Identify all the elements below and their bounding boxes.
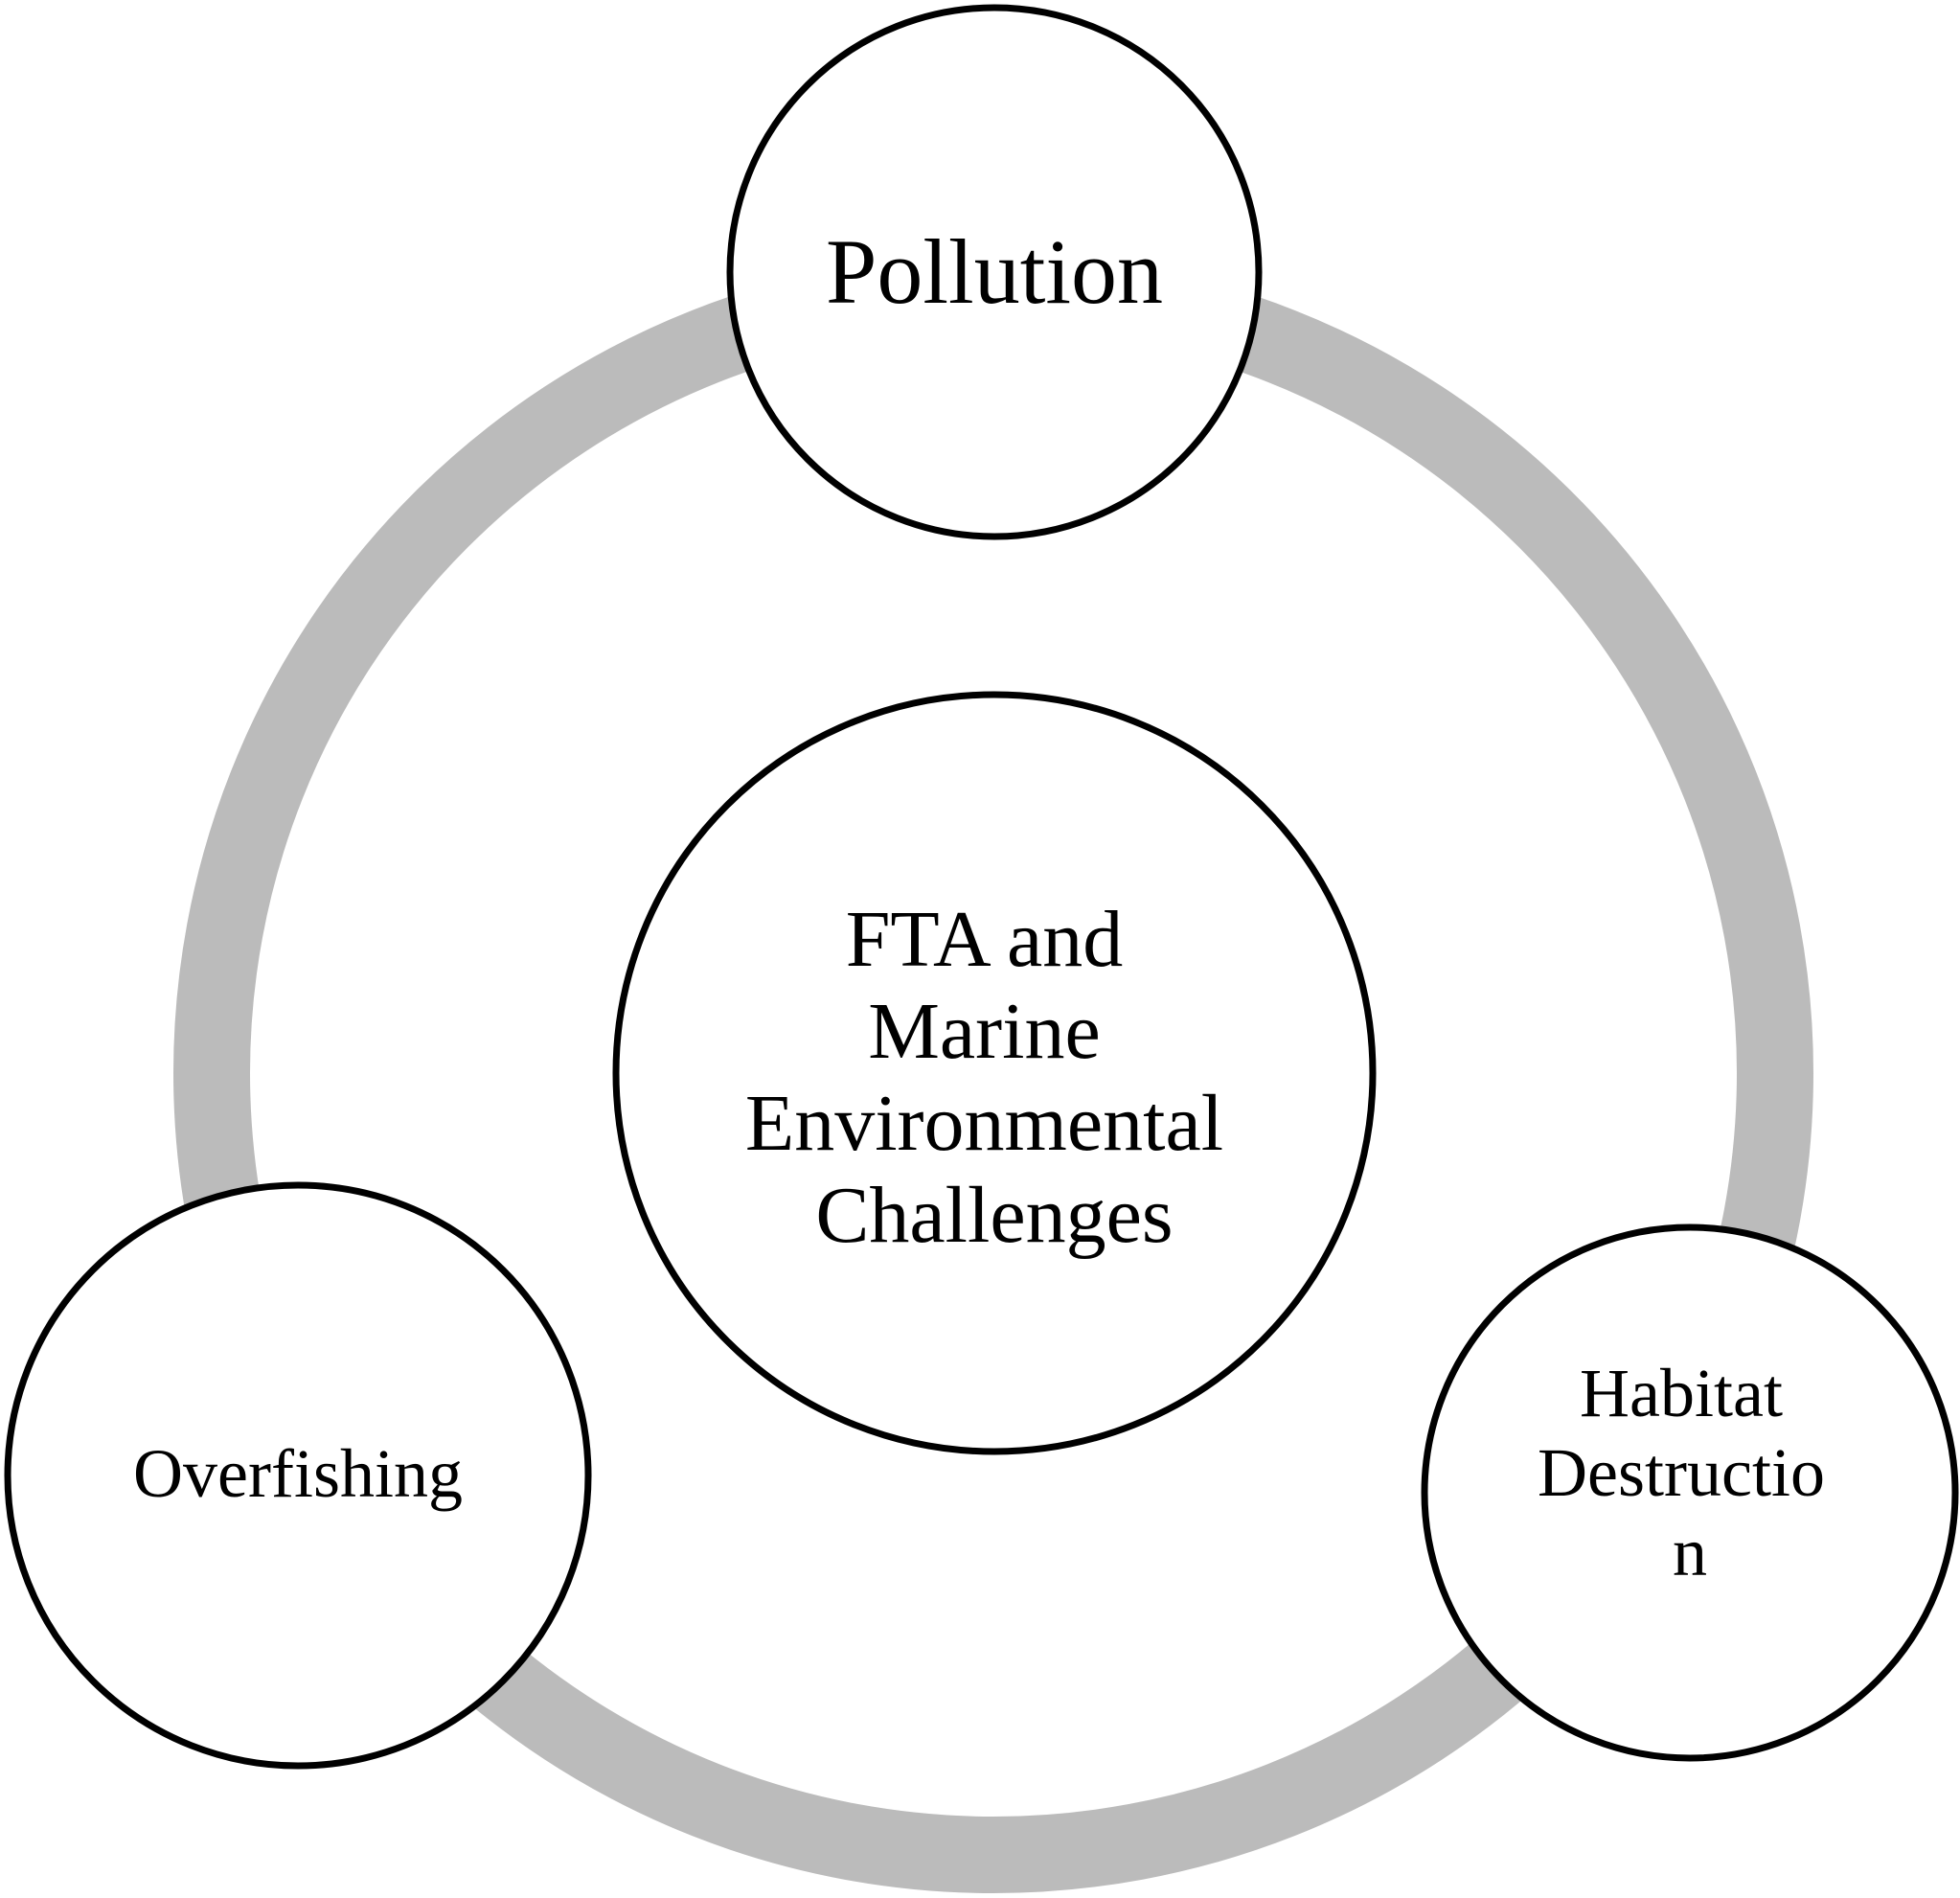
center-label-line-4: Challenges [815,1171,1173,1260]
habitat-destruction-label-line-2: Destructio [1538,1434,1825,1511]
overfishing-label: Overfishing [133,1435,463,1512]
pollution-label: Pollution [826,220,1163,323]
center-node: FTA and Marine Environmental Challenges [612,691,1377,1455]
habitat-destruction-circle [1421,1223,1959,1762]
habitat-destruction-label: Habitat Destructio n [1538,1355,1842,1590]
center-circle [612,691,1377,1455]
pollution-label-line: Pollution [826,220,1163,323]
overfishing-label-line: Overfishing [133,1435,463,1512]
center-label-line-3: Environmental [745,1079,1223,1168]
habitat-destruction-node: Habitat Destructio n [1421,1223,1959,1762]
habitat-destruction-label-line-1: Habitat [1580,1355,1783,1431]
center-label-line-2: Marine [868,987,1101,1076]
overfishing-circle [4,1181,592,1770]
habitat-destruction-label-line-3: n [1673,1514,1707,1590]
center-label-line-1: FTA and [846,895,1124,984]
pollution-node: Pollution [726,4,1263,540]
pollution-circle [726,4,1263,540]
overfishing-node: Overfishing [4,1181,592,1770]
center-label: FTA and Marine Environmental Challenges [745,895,1243,1260]
